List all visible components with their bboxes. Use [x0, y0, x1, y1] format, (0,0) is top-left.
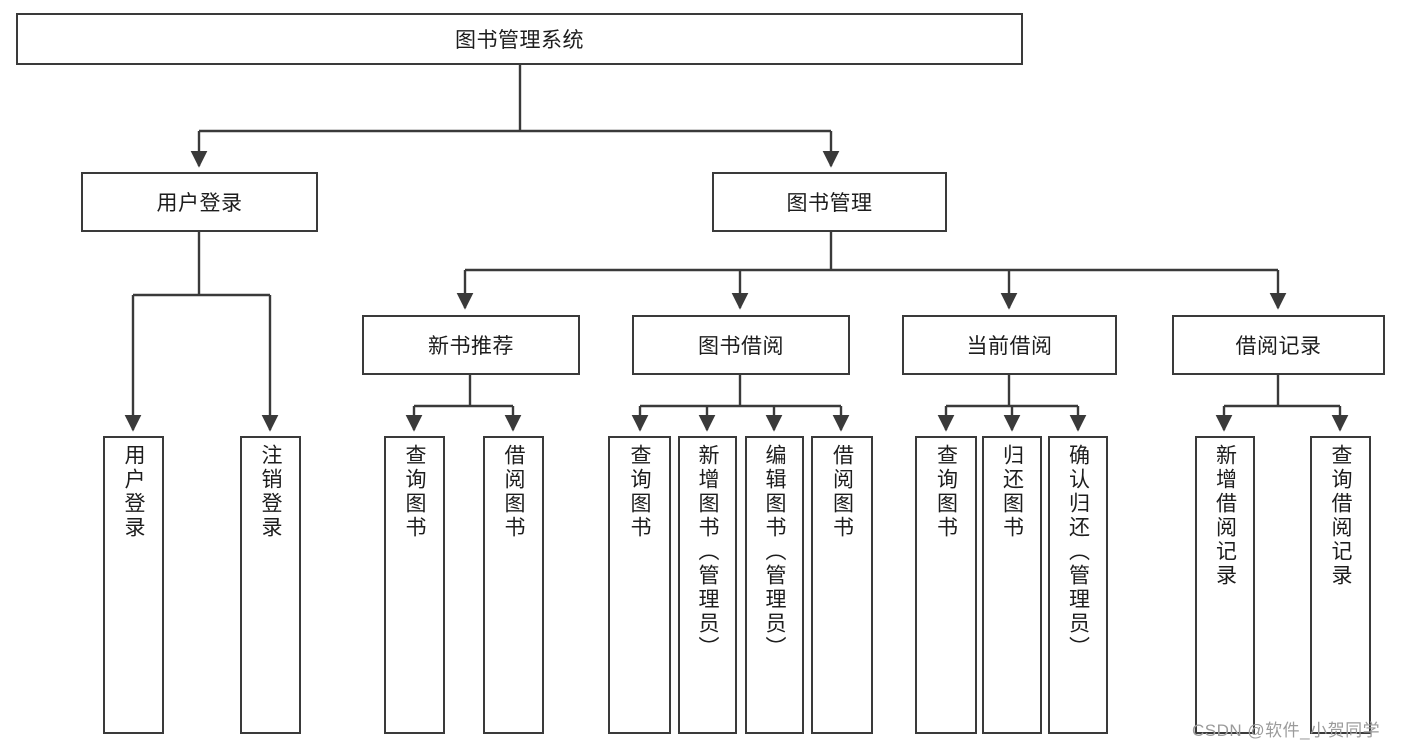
csdn-watermark: CSDN @软件_小贺同学: [1192, 721, 1381, 740]
node-user-login-label: 用户登录: [156, 192, 243, 215]
leaf-label: 借阅图书: [830, 444, 854, 540]
leaf-current-confirm-return-admin[interactable]: 确认归还（管理员）: [1048, 436, 1108, 734]
leaf-label: 查询图书: [628, 444, 651, 540]
leaf-borrow-edit-book-admin[interactable]: 编辑图书（管理员）: [745, 436, 804, 734]
leaf-user-login-login[interactable]: 用户登录: [103, 436, 164, 734]
leaf-borrow-borrow-book[interactable]: 借阅图书: [811, 436, 873, 734]
leaf-label: 新增图书（管理员）: [696, 444, 719, 660]
leaf-user-login-logout[interactable]: 注销登录: [240, 436, 301, 734]
node-new-book-recommend-label: 新书推荐: [428, 335, 514, 358]
node-book-management-label: 图书管理: [786, 192, 873, 215]
leaf-borrow-add-book-admin[interactable]: 新增图书（管理员）: [678, 436, 737, 734]
leaf-label: 确认归还（管理员）: [1066, 444, 1090, 660]
node-current-borrow-label: 当前借阅: [966, 335, 1053, 358]
node-root[interactable]: 图书管理系统: [16, 13, 1023, 65]
node-book-borrow[interactable]: 图书借阅: [632, 315, 850, 375]
leaf-label: 用户登录: [122, 444, 145, 540]
leaf-label: 注销登录: [259, 444, 282, 540]
leaf-current-return-book[interactable]: 归还图书: [982, 436, 1042, 734]
leaf-new-book-borrow[interactable]: 借阅图书: [483, 436, 544, 734]
node-user-login[interactable]: 用户登录: [81, 172, 318, 232]
leaf-label: 新增借阅记录: [1213, 444, 1237, 588]
node-borrow-record-label: 借阅记录: [1235, 335, 1322, 358]
node-root-label: 图书管理系统: [455, 29, 584, 52]
leaf-current-query-book[interactable]: 查询图书: [915, 436, 977, 734]
leaf-record-add-record[interactable]: 新增借阅记录: [1195, 436, 1255, 734]
leaf-record-query-record[interactable]: 查询借阅记录: [1310, 436, 1371, 734]
leaf-label: 借阅图书: [502, 444, 525, 540]
leaf-borrow-query-book[interactable]: 查询图书: [608, 436, 671, 734]
leaf-label: 归还图书: [1000, 444, 1024, 540]
leaf-label: 编辑图书（管理员）: [763, 444, 786, 660]
leaf-label: 查询图书: [403, 444, 426, 540]
node-borrow-record[interactable]: 借阅记录: [1172, 315, 1385, 375]
leaf-new-book-query[interactable]: 查询图书: [384, 436, 445, 734]
node-book-borrow-label: 图书借阅: [698, 335, 784, 358]
leaf-label: 查询借阅记录: [1329, 444, 1352, 588]
node-book-management[interactable]: 图书管理: [712, 172, 947, 232]
leaf-label: 查询图书: [934, 444, 958, 540]
node-current-borrow[interactable]: 当前借阅: [902, 315, 1117, 375]
node-new-book-recommend[interactable]: 新书推荐: [362, 315, 580, 375]
